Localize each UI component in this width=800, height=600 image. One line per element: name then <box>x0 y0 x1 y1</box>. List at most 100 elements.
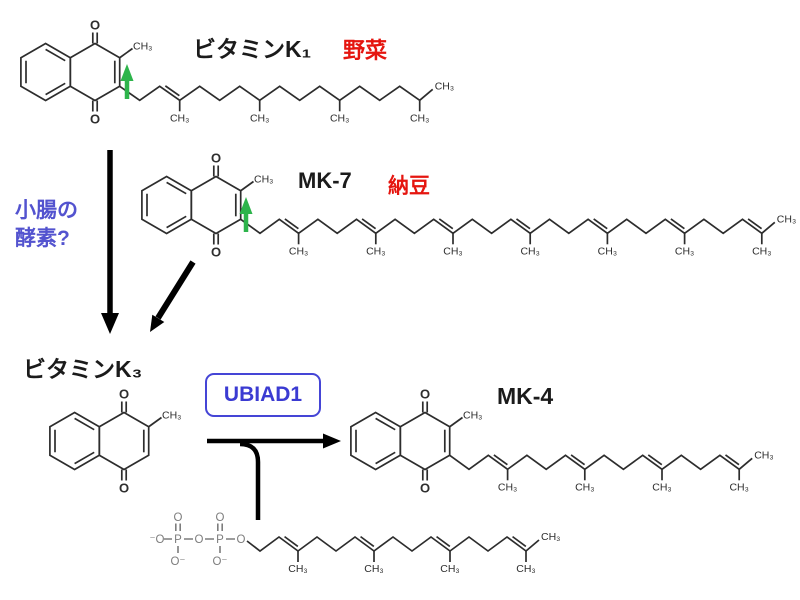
double-bond <box>284 218 299 230</box>
ring-methyl-labels: CH₃ CH₃ CH₃ CH₃ <box>133 41 482 422</box>
methyl-label: CH₃ <box>435 80 454 92</box>
methyl-bond <box>738 457 753 470</box>
double-bond <box>724 454 740 466</box>
arrow-k1-to-k3 <box>101 150 119 334</box>
double-bond <box>647 454 663 466</box>
mk7-ring <box>141 164 255 246</box>
methyl-label: CH₃ <box>754 449 773 461</box>
methyl-label: CH₃ <box>364 563 383 575</box>
methyl-label: CH₃ <box>330 112 349 124</box>
methyl-label: CH₃ <box>652 481 671 493</box>
oxygen-atom: O <box>119 387 129 402</box>
methyl-label: CH₃ <box>777 213 796 225</box>
methyl-label: CH₃ <box>498 481 517 493</box>
intestinal-enzyme-line2: 酵素? <box>15 227 70 250</box>
methyl-label: CH₃ <box>541 531 560 543</box>
arrow-k3-to-mk4 <box>207 433 341 520</box>
vitamin-k3-label: ビタミンK₃ <box>23 356 143 382</box>
double-bond <box>361 218 377 230</box>
double-bond <box>515 218 531 230</box>
vitamin-k1-side-chain: CH₃ CH₃ CH₃ CH₃ CH₃ <box>119 80 454 124</box>
methyl-label: CH₃ <box>443 245 462 257</box>
double-bond <box>360 535 375 548</box>
methyl-label: CH₃ <box>520 245 539 257</box>
mk4-side-chain: CH₃ CH₃ CH₃ CH₃ CH₃ <box>449 449 774 493</box>
methyl-label: CH₃ <box>288 563 307 575</box>
pyrophosphate-group: ⁻O P O P O O O O⁻ O⁻ <box>149 512 245 568</box>
mk4-ring <box>350 400 464 482</box>
oxygen-atom: O <box>211 151 221 166</box>
double-bond <box>164 85 180 97</box>
chain-bonds <box>246 535 527 553</box>
methyl-label: CH₃ <box>162 410 181 422</box>
oxygen-atom: O <box>420 387 430 402</box>
methyl-label: CH₃ <box>170 112 189 124</box>
methyl-bond <box>419 88 434 101</box>
methyl-label: CH₃ <box>516 563 535 575</box>
reaction-arrows <box>101 64 341 520</box>
vitamin-k1-label: ビタミンK₁ <box>193 36 312 62</box>
vitamin-k1-source-label: 野菜 <box>343 38 388 63</box>
arrow-mk7-to-k3 <box>150 260 196 332</box>
methyl-label: CH₃ <box>463 410 482 422</box>
green-arrow-k1 <box>120 64 134 99</box>
chain-bonds <box>449 454 740 471</box>
vitamin-k3-ring <box>49 400 163 482</box>
oxygen-atom: O <box>90 112 100 127</box>
mk7-label: MK-7 <box>298 168 352 193</box>
methyl-label: CH₃ <box>440 563 459 575</box>
methyl-bond <box>525 539 540 552</box>
oxygen-atom: O <box>420 481 430 496</box>
methyl-label: CH₃ <box>598 245 617 257</box>
oxygen-atom: O <box>119 481 129 496</box>
double-bond <box>493 454 508 466</box>
oxygen-atom: O <box>211 245 221 260</box>
methyl-label: CH₃ <box>250 112 269 124</box>
intestinal-enzyme-line1: 小腸の <box>15 199 78 222</box>
molecule-structures: O O O O O O O O CH₃ CH₃ CH₃ CH₃ ⁻O P O P <box>20 18 796 575</box>
methyl-label: CH₃ <box>410 112 429 124</box>
methyl-label: CH₃ <box>289 245 308 257</box>
double-bond <box>747 218 763 230</box>
intestinal-enzyme-label: 小腸の 酵素? <box>15 197 78 253</box>
ubiad1-box: UBIAD1 <box>205 373 321 417</box>
double-bond <box>436 535 451 548</box>
green-arrow-mk7 <box>239 197 253 232</box>
oxygen-atom: O <box>195 534 204 546</box>
double-bond <box>670 218 685 230</box>
phosphorus-atom: P <box>174 534 182 546</box>
p-o-minus-bond <box>177 546 221 553</box>
methyl-bond <box>761 221 776 234</box>
chain-bonds <box>119 85 421 102</box>
methyl-label: CH₃ <box>133 41 152 53</box>
oxygen-atom: O <box>237 534 246 546</box>
p-double-o-bond <box>175 523 223 531</box>
oxygen-minus-atom: O⁻ <box>170 556 185 568</box>
ring-oxygen-labels: O O O O O O O O <box>90 18 430 496</box>
ggpp-branch-arrow <box>239 441 261 520</box>
methyl-label: CH₃ <box>729 481 748 493</box>
double-bond <box>512 535 527 548</box>
ggpp-side-chain: CH₃ CH₃ CH₃ CH₃ CH₃ <box>246 531 560 575</box>
phosphorus-atom: P <box>216 534 224 546</box>
methyl-label: CH₃ <box>575 481 594 493</box>
ubiad1-label: UBIAD1 <box>223 383 303 406</box>
double-bond <box>284 535 299 548</box>
mk4-label: MK-4 <box>497 383 554 409</box>
double-bond <box>593 218 608 230</box>
chain-bonds <box>240 218 763 235</box>
double-bond <box>438 218 454 230</box>
oxygen-atom: O <box>174 512 183 524</box>
oxygen-minus-atom: ⁻O <box>149 534 164 546</box>
methyl-label: CH₃ <box>254 174 273 186</box>
oxygen-atom: O <box>90 18 100 33</box>
oxygen-minus-atom: O⁻ <box>212 556 227 568</box>
methyl-label: CH₃ <box>675 245 694 257</box>
oxygen-atom: O <box>216 512 225 524</box>
vitamin-k1-ring <box>20 31 134 113</box>
double-bond <box>570 454 586 466</box>
